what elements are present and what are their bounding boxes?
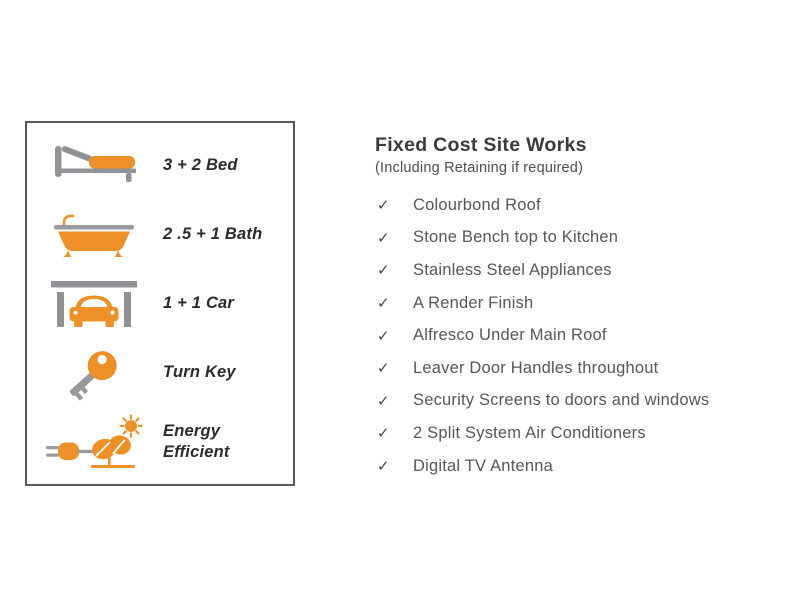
key-icon <box>35 344 153 402</box>
list-item: ✓ 2 Split System Air Conditioners <box>375 417 785 450</box>
list-item-text: Colourbond Roof <box>413 195 541 214</box>
feature-row-key: Turn Key <box>35 338 289 407</box>
energy-icon <box>35 413 153 471</box>
list-item-text: Leaver Door Handles throughout <box>413 358 659 377</box>
feature-label-energy: Energy Efficient <box>163 421 230 461</box>
check-icon: ✓ <box>377 360 390 378</box>
feature-row-bath: 2 .5 + 1 Bath <box>35 200 289 269</box>
check-icon: ✓ <box>377 425 390 443</box>
feature-row-bed: 3 + 2 Bed <box>35 131 289 200</box>
feature-row-energy: Energy Efficient <box>35 407 289 476</box>
feature-row-car: 1 + 1 Car <box>35 269 289 338</box>
list-item: ✓ Stone Bench top to Kitchen <box>375 222 785 255</box>
list-item: ✓ Leaver Door Handles throughout <box>375 352 785 385</box>
list-item: ✓ Security Screens to doors and windows <box>375 385 785 418</box>
car-icon <box>35 279 153 329</box>
bed-icon <box>35 144 153 188</box>
site-works-list: ✓ Colourbond Roof ✓ Stone Bench top to K… <box>375 189 785 482</box>
feature-label-car: 1 + 1 Car <box>163 294 235 313</box>
check-icon: ✓ <box>377 458 390 476</box>
site-works-section: Fixed Cost Site Works (Including Retaini… <box>375 134 785 482</box>
list-item: ✓ Stainless Steel Appliances <box>375 254 785 287</box>
list-item-text: Digital TV Antenna <box>413 456 553 475</box>
check-icon: ✓ <box>377 295 390 313</box>
list-item-text: Alfresco Under Main Roof <box>413 326 607 345</box>
feature-label-key: Turn Key <box>163 363 236 382</box>
list-item-text: Stainless Steel Appliances <box>413 260 612 279</box>
feature-label-bath: 2 .5 + 1 Bath <box>163 225 263 244</box>
list-item-text: Stone Bench top to Kitchen <box>413 228 619 247</box>
list-item-text: A Render Finish <box>413 293 534 312</box>
list-item: ✓ Colourbond Roof <box>375 189 785 222</box>
list-item-text: Security Screens to doors and windows <box>413 391 710 410</box>
list-item-text: 2 Split System Air Conditioners <box>413 423 646 442</box>
list-item: ✓ Digital TV Antenna <box>375 450 785 483</box>
site-works-subtitle: (Including Retaining if required) <box>375 160 584 176</box>
list-item: ✓ Alfresco Under Main Roof <box>375 319 785 352</box>
check-icon: ✓ <box>377 197 390 215</box>
check-icon: ✓ <box>377 327 390 345</box>
features-panel: 3 + 2 Bed 2 .5 + 1 Bath <box>25 121 295 486</box>
list-item: ✓ A Render Finish <box>375 287 785 320</box>
check-icon: ✓ <box>377 262 390 280</box>
check-icon: ✓ <box>377 229 390 247</box>
check-icon: ✓ <box>377 392 390 410</box>
bath-icon <box>35 212 153 258</box>
site-works-title: Fixed Cost Site Works <box>375 134 587 156</box>
feature-label-bed: 3 + 2 Bed <box>163 156 238 175</box>
